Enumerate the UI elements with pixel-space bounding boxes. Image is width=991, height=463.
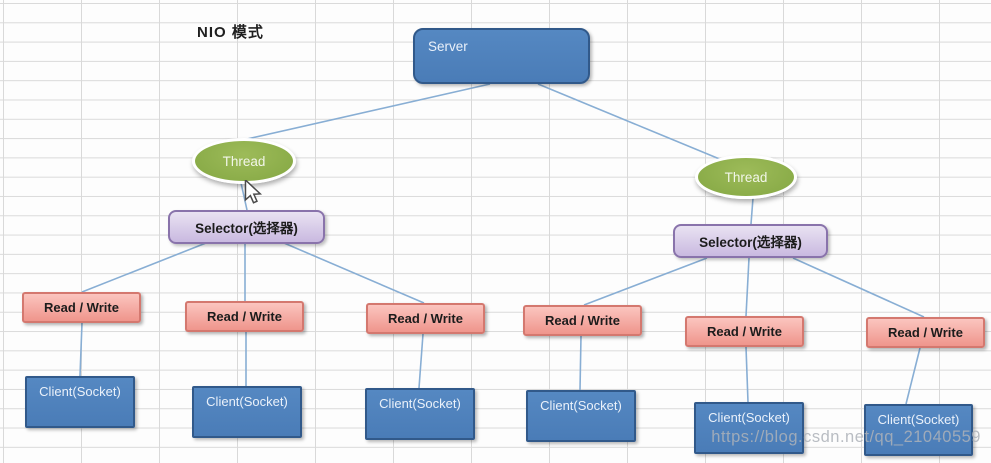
server-label: Server	[428, 39, 468, 54]
client-node-2: Client(Socket)	[192, 386, 302, 438]
line-rw4-client4	[579, 335, 582, 391]
read-write-label: Read / Write	[388, 311, 463, 326]
read-write-node-2: Read / Write	[185, 301, 304, 332]
line-selector2-rw6	[792, 257, 925, 318]
thread-node-2: Thread	[695, 155, 797, 199]
read-write-label: Read / Write	[44, 300, 119, 315]
client-label: Client(Socket)	[877, 412, 960, 427]
client-label: Client(Socket)	[540, 398, 622, 413]
read-write-label: Read / Write	[545, 313, 620, 328]
csdn-watermark: https://blog.csdn.net/qq_21040559	[711, 428, 981, 446]
thread-label: Thread	[724, 169, 768, 185]
line-rw1-client1	[79, 322, 83, 377]
read-write-node-4: Read / Write	[523, 305, 642, 336]
server-node: Server	[413, 28, 590, 84]
read-write-label: Read / Write	[207, 309, 282, 324]
thread-node-1: Thread	[192, 138, 296, 184]
line-server-thread2	[537, 83, 723, 161]
read-write-label: Read / Write	[707, 324, 782, 339]
line-selector1-rw1	[81, 242, 207, 293]
line-rw3-client3	[418, 333, 424, 389]
client-node-1: Client(Socket)	[25, 376, 135, 428]
read-write-label: Read / Write	[888, 325, 963, 340]
client-label: Client(Socket)	[206, 394, 288, 409]
diagram-title: NIO 模式	[197, 24, 264, 41]
client-node-3: Client(Socket)	[365, 388, 475, 440]
line-selector2-rw5	[745, 257, 750, 317]
selector-node-2: Selector(选择器)	[673, 224, 828, 258]
read-write-node-1: Read / Write	[22, 292, 141, 323]
line-rw6-client6	[905, 347, 921, 405]
line-server-thread1	[233, 83, 491, 143]
client-node-6: Client(Socket)	[864, 404, 973, 456]
read-write-node-3: Read / Write	[366, 303, 485, 334]
selector-node-1: Selector(选择器)	[168, 210, 325, 244]
client-node-4: Client(Socket)	[526, 390, 636, 442]
line-selector2-rw4	[583, 257, 708, 306]
thread-label: Thread	[222, 153, 266, 169]
read-write-node-6: Read / Write	[866, 317, 985, 348]
client-label: Client(Socket)	[708, 410, 790, 425]
selector-label: Selector(选择器)	[195, 221, 298, 236]
line-rw5-client5	[745, 346, 749, 403]
mouse-cursor-icon	[244, 180, 263, 204]
client-label: Client(Socket)	[39, 384, 121, 399]
client-node-5: Client(Socket)	[694, 402, 804, 454]
client-label: Client(Socket)	[379, 396, 461, 411]
read-write-node-5: Read / Write	[685, 316, 804, 347]
line-thread2-selector2	[750, 197, 754, 225]
selector-label: Selector(选择器)	[699, 235, 802, 250]
line-selector1-rw3	[283, 242, 425, 304]
